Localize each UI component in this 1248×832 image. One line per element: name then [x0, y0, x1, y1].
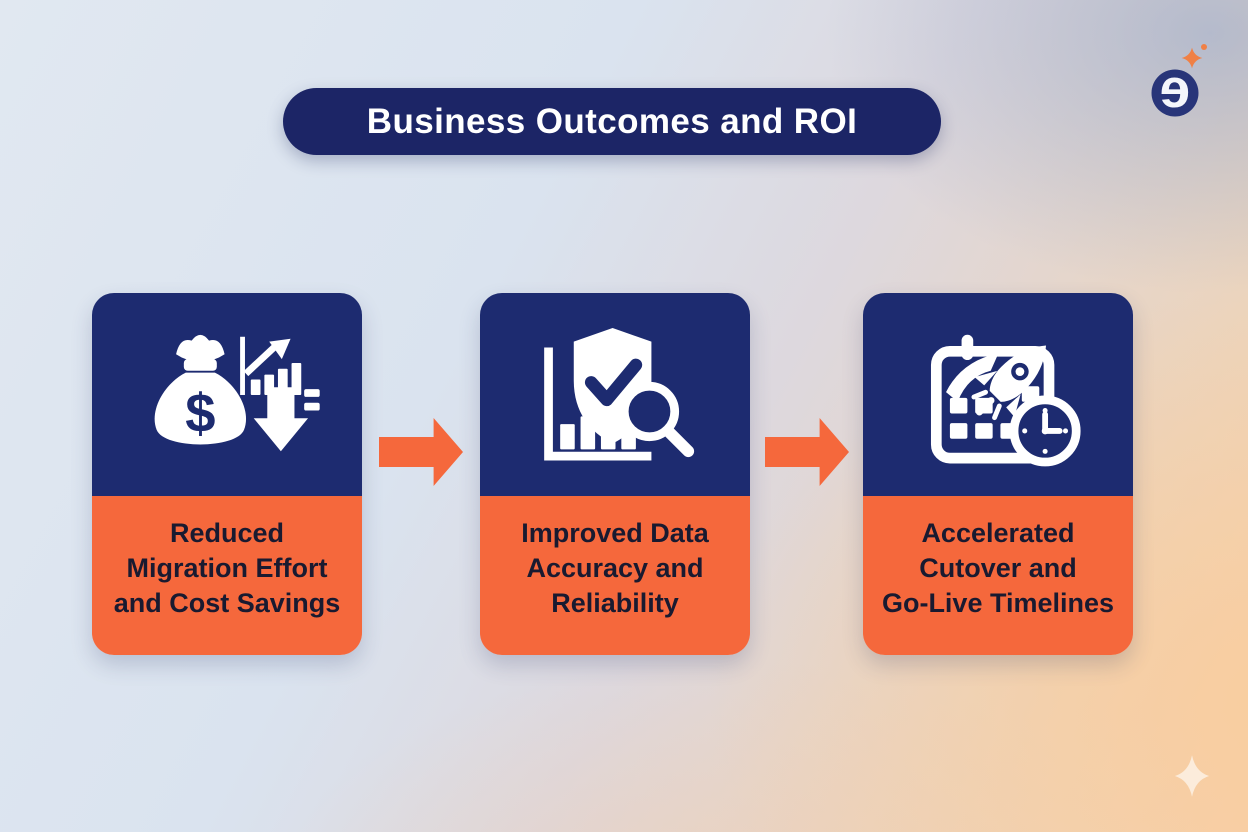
card-label: Accelerated Cutover and Go-Live Timeline… [881, 518, 1115, 618]
shield-check-magnifier-icon [543, 327, 694, 461]
money-bag-cost-reduction-icon: $ [154, 334, 320, 452]
outcome-card-go-live: Accelerated Cutover and Go-Live Timeline… [863, 293, 1133, 655]
calendar-rocket-clock-icon [930, 334, 1081, 466]
brand-logo: e [1133, 30, 1223, 130]
corner-sparkle-icon [1155, 737, 1231, 821]
title-banner: Business Outcomes and ROI [283, 88, 941, 155]
page-title: Business Outcomes and ROI [366, 101, 858, 141]
logo-sparkle-icon [1181, 47, 1203, 69]
card-label-panel: Reduced Migration Effort and Cost Saving… [92, 496, 362, 655]
card-icon-panel [863, 293, 1133, 496]
outcome-card-cost-savings: $ Reduced Migration Effort and Cost Savi… [92, 293, 362, 655]
card-icon-panel [480, 293, 750, 496]
brand-logo-icon: e [1151, 44, 1207, 119]
outcome-card-data-accuracy: Improved Data Accuracy and Reliability [480, 293, 750, 655]
svg-text:$: $ [185, 383, 215, 444]
card-label-panel: Accelerated Cutover and Go-Live Timeline… [863, 496, 1133, 655]
card-label: Improved Data Accuracy and Reliability [521, 518, 709, 618]
card-label-panel: Improved Data Accuracy and Reliability [480, 496, 750, 655]
svg-text:e: e [1160, 57, 1191, 119]
card-icon-panel: $ [92, 293, 362, 496]
flow-arrow-right-icon [765, 418, 849, 486]
card-label: Reduced Migration Effort and Cost Saving… [113, 518, 341, 618]
flow-arrow-right-icon [379, 418, 463, 486]
